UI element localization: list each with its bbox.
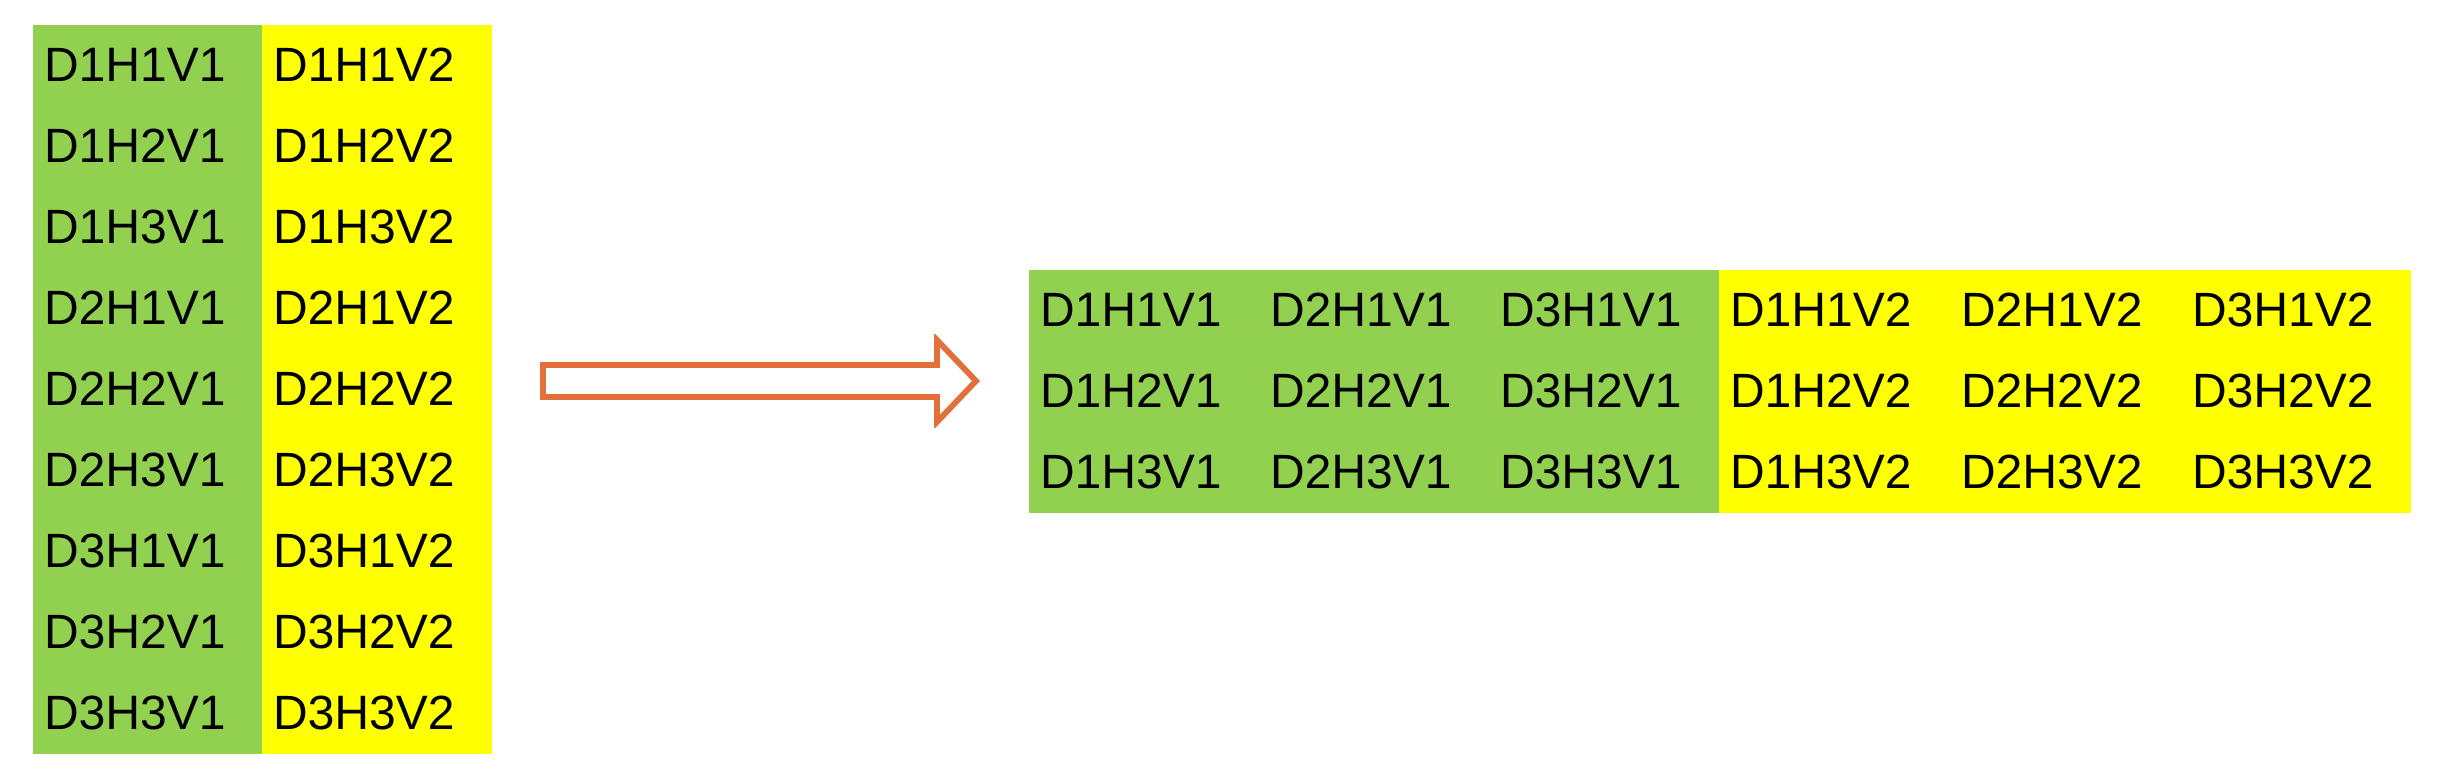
table-cell: D3H1V2 [2181,270,2411,351]
table-cell: D2H2V2 [262,349,492,430]
table-cell: D1H1V1 [33,25,262,106]
table-cell: D1H3V2 [1719,432,1950,513]
table-cell: D2H3V2 [262,430,492,511]
table-cell: D2H3V1 [1259,432,1489,513]
table-cell: D3H2V1 [33,592,262,673]
source-table: D1H1V1 D1H1V2 D1H2V1 D1H2V2 D1H3V1 D1H3V… [33,25,492,754]
target-table: D1H1V1 D2H1V1 D3H1V1 D1H1V2 D2H1V2 D3H1V… [1029,270,2411,513]
table-cell: D2H3V2 [1950,432,2181,513]
table-cell: D2H2V1 [33,349,262,430]
table-cell: D3H3V2 [262,673,492,754]
table-cell: D2H3V1 [33,430,262,511]
table-cell: D2H2V2 [1950,351,2181,432]
table-cell: D2H1V1 [1259,270,1489,351]
table-cell: D2H1V2 [262,268,492,349]
table-cell: D3H3V1 [33,673,262,754]
table-cell: D1H1V2 [262,25,492,106]
table-cell: D3H3V1 [1489,432,1719,513]
table-cell: D3H3V2 [2181,432,2411,513]
table-cell: D3H1V1 [1489,270,1719,351]
table-cell: D1H2V2 [1719,351,1950,432]
table-cell: D1H2V1 [33,106,262,187]
table-cell: D2H1V2 [1950,270,2181,351]
table-cell: D3H1V1 [33,511,262,592]
table-cell: D3H2V2 [262,592,492,673]
table-cell: D1H3V1 [1029,432,1259,513]
table-cell: D1H3V1 [33,187,262,268]
table-cell: D1H2V1 [1029,351,1259,432]
table-cell: D1H1V2 [1719,270,1950,351]
table-cell: D2H2V1 [1259,351,1489,432]
table-cell: D1H1V1 [1029,270,1259,351]
table-cell: D2H1V1 [33,268,262,349]
table-cell: D3H2V2 [2181,351,2411,432]
right-arrow-icon [540,334,980,428]
table-cell: D3H1V2 [262,511,492,592]
table-cell: D1H3V2 [262,187,492,268]
table-cell: D1H2V2 [262,106,492,187]
table-cell: D3H2V1 [1489,351,1719,432]
